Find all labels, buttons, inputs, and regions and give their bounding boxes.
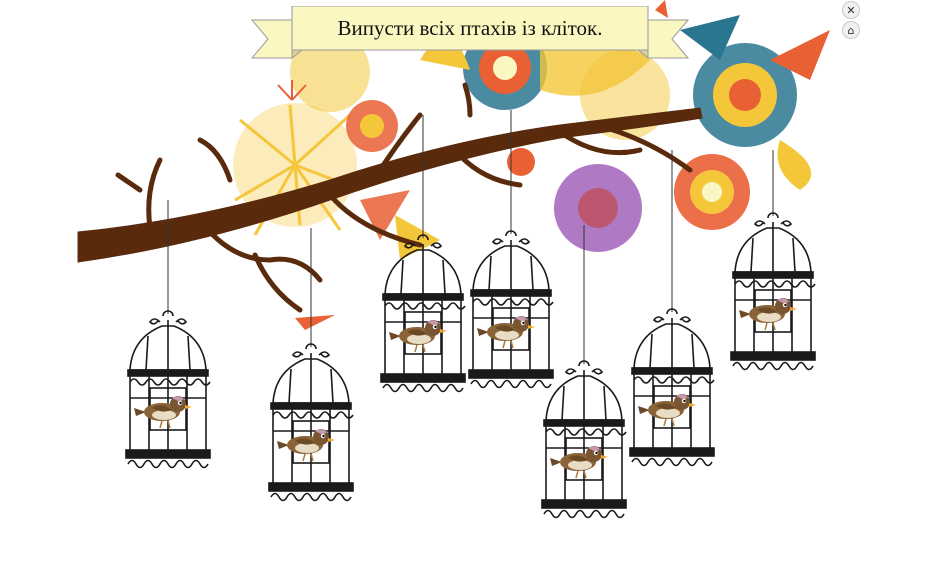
close-button[interactable]: ✕ [842, 1, 860, 19]
ribbon-shape [250, 6, 690, 60]
home-icon: ⌂ [847, 23, 855, 37]
bird-cage[interactable] [468, 230, 554, 389]
bird[interactable] [388, 319, 448, 353]
bird-cage[interactable] [268, 343, 354, 502]
bird[interactable] [637, 393, 697, 427]
bird-cage[interactable] [629, 308, 715, 467]
instruction-text: Випусти всіх птахів із кліток. [337, 15, 603, 40]
instruction-banner: Випусти всіх птахів із кліток. [250, 6, 690, 66]
cage-strings [167, 110, 774, 364]
bird[interactable] [738, 297, 798, 331]
bird-cage[interactable] [380, 234, 466, 393]
tree-branch [77, 82, 703, 313]
bird[interactable] [549, 445, 609, 479]
home-button[interactable]: ⌂ [842, 21, 860, 39]
close-icon: ✕ [846, 3, 856, 17]
bird[interactable] [476, 315, 536, 349]
bird[interactable] [276, 428, 336, 462]
bird-cage[interactable] [125, 310, 211, 469]
bird[interactable] [133, 395, 193, 429]
bird-cage[interactable] [541, 360, 627, 519]
bird-cage[interactable] [730, 212, 816, 371]
